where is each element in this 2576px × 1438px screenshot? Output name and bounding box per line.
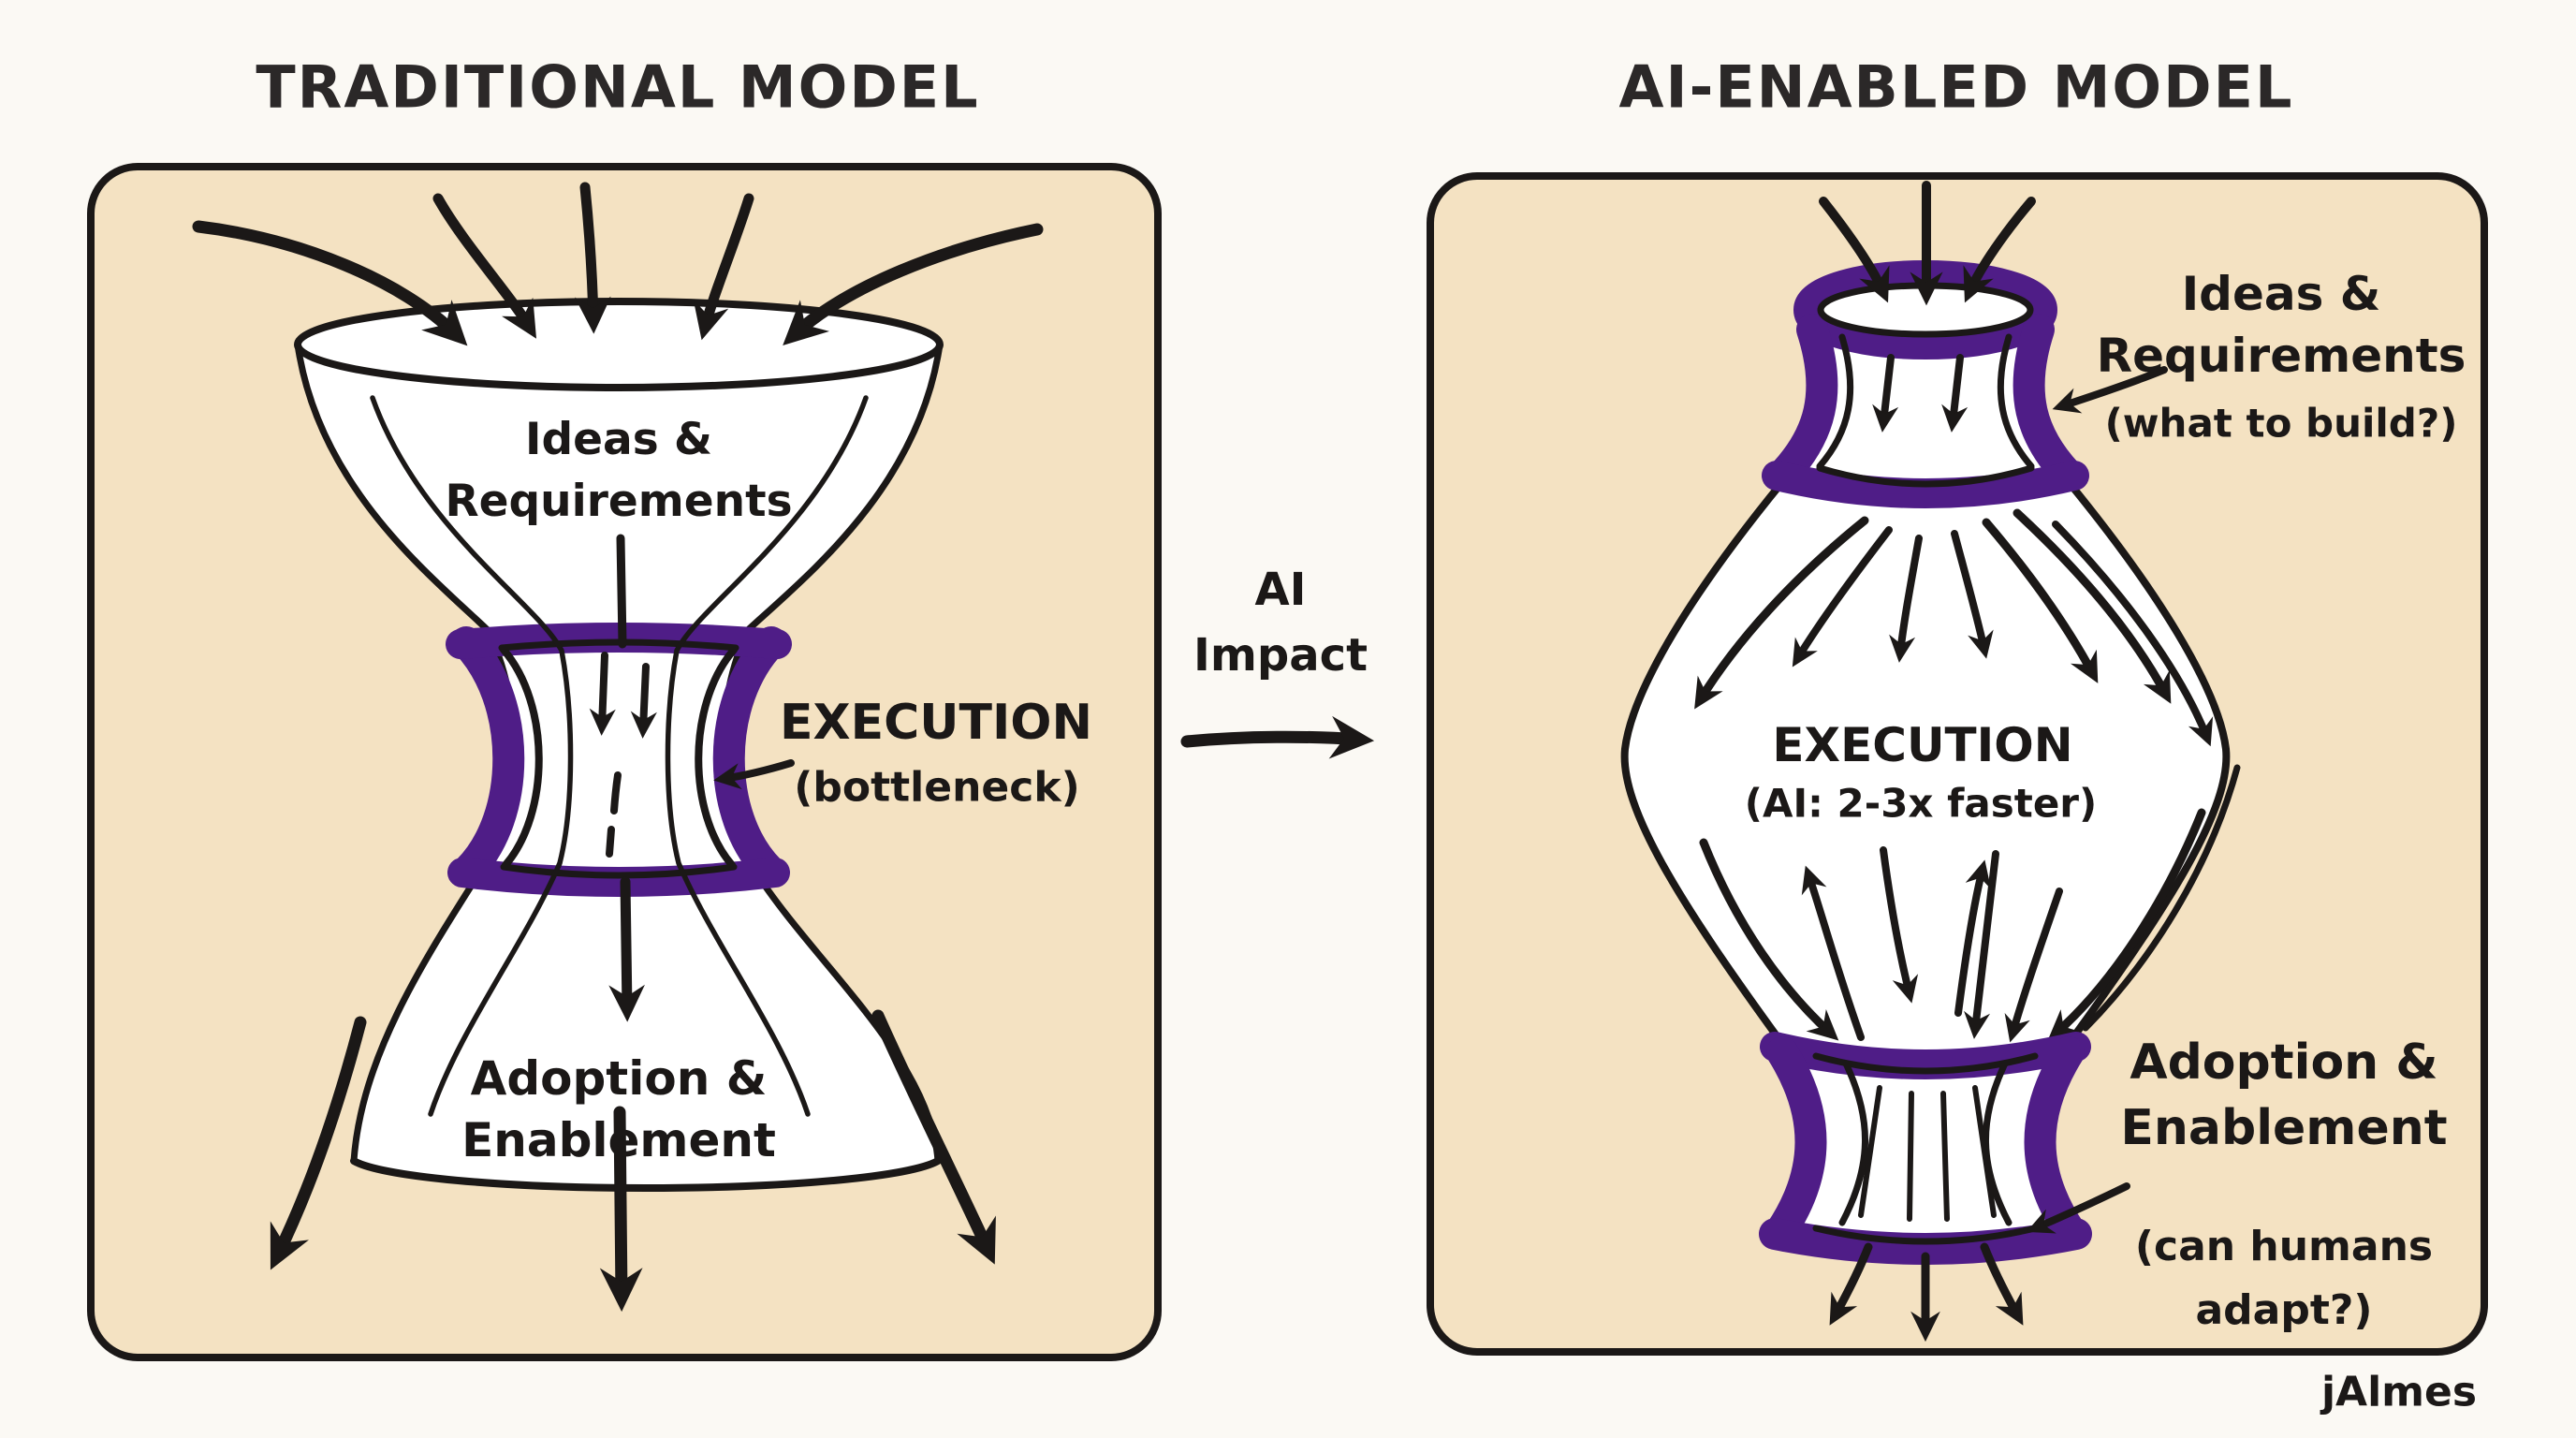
adapt-sub-line-2: adapt?) bbox=[2195, 1286, 2373, 1334]
ai-impact-arrow bbox=[1180, 715, 1375, 759]
ideas-right-line-1: Ideas & bbox=[2181, 267, 2381, 321]
ai-impact-label: AI Impact bbox=[1193, 557, 1368, 688]
adoption-line-1: Adoption & bbox=[470, 1051, 768, 1106]
ideas-line-1: Ideas & bbox=[524, 414, 713, 465]
ideas-pointer-arrow bbox=[2052, 366, 2168, 414]
execution-ai-label: EXECUTION bbox=[1772, 718, 2073, 772]
top-neck-arrows bbox=[1872, 354, 1969, 433]
ai-inflow-arrows bbox=[1819, 181, 2036, 306]
top-neck-core bbox=[1786, 314, 2065, 476]
execution-bottleneck-label: EXECUTION bbox=[779, 695, 1093, 751]
ai-impact-line-2: Impact bbox=[1193, 629, 1368, 682]
ai-enabled-panel bbox=[1427, 172, 2488, 1356]
funnel-bottom-band bbox=[350, 1157, 942, 1193]
ideas-requirements-label-left: Ideas & Requirements bbox=[445, 409, 792, 533]
bottleneck-sub-label: (bottleneck) bbox=[794, 763, 1080, 812]
central-flow-arrows bbox=[589, 534, 657, 1022]
adoption-pointer-arrow bbox=[2026, 1182, 2130, 1234]
inflow-arrows bbox=[192, 182, 1044, 346]
adoption-line-2: Enablement bbox=[461, 1113, 776, 1167]
funnel-rim bbox=[294, 298, 944, 391]
execution-pointer-arrow bbox=[713, 759, 795, 790]
flow-arrows-diamond bbox=[1694, 508, 2241, 1043]
ai-enabled-title: AI-ENABLED MODEL bbox=[1618, 52, 2294, 122]
adapt-sub-line-1: (can humans bbox=[2134, 1223, 2434, 1270]
traditional-title: TRADITIONAL MODEL bbox=[256, 52, 980, 122]
adoption-enablement-label-left: Adoption & Enablement bbox=[461, 1048, 776, 1171]
ideas-line-2: Requirements bbox=[445, 476, 793, 527]
adoption-right-line-1: Adoption & bbox=[2130, 1034, 2438, 1091]
adoption-right-line-2: Enablement bbox=[2120, 1100, 2448, 1156]
bottom-bottleneck-outline bbox=[1812, 1052, 2039, 1245]
outflow-arrows bbox=[270, 1009, 996, 1313]
ideas-right-line-2: Requirements bbox=[2096, 329, 2466, 383]
artist-signature: jAlmes bbox=[2320, 1368, 2478, 1416]
ai-faster-sub-label: (AI: 2-3x faster) bbox=[1744, 780, 2098, 827]
bottom-neck-flow-lines bbox=[1858, 1085, 1997, 1222]
traditional-panel bbox=[87, 163, 1162, 1361]
ai-outflow-arrows bbox=[1829, 1242, 2024, 1343]
ai-impact-line-1: AI bbox=[1254, 564, 1307, 616]
funnel-flow-lines bbox=[370, 395, 869, 1117]
what-to-build-sub-label: (what to build?) bbox=[2104, 400, 2458, 447]
adoption-enablement-label-right: Adoption & Enablement bbox=[2120, 1030, 2447, 1161]
bottleneck-highlight-left bbox=[446, 623, 792, 897]
can-humans-adapt-sub-label: (can humans adapt?) bbox=[2135, 1215, 2433, 1343]
ideas-requirements-label-right: Ideas & Requirements bbox=[2097, 263, 2466, 387]
